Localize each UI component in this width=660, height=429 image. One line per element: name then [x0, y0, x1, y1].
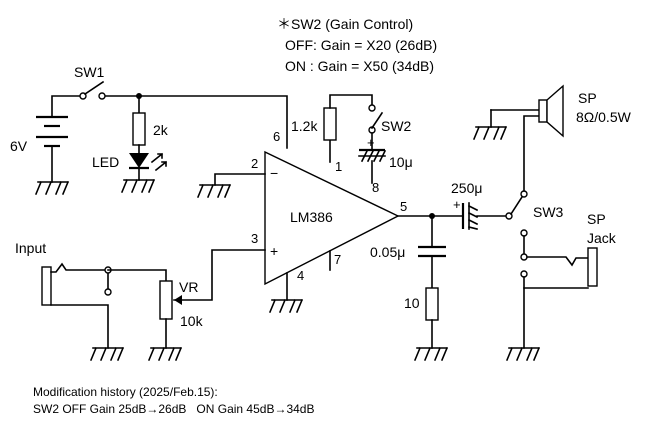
led-branch: 2k LED: [92, 95, 169, 194]
resistor-1-2k: [323, 107, 337, 141]
led-emission-arrow-icon: [150, 152, 164, 164]
vr-top-wire: [107, 269, 167, 282]
amp-label: LM386: [290, 209, 333, 225]
c250u-hatch: [467, 204, 479, 230]
led-label: LED: [92, 154, 119, 170]
sw1-lever: [83, 80, 105, 96]
vr-body: [159, 280, 173, 320]
switch-sw1: SW1: [74, 64, 106, 100]
jack-contact-1: [520, 253, 528, 261]
c250u-plus-sign: +: [453, 197, 461, 212]
history-line: SW2 OFF Gain 25dB→26dB ON Gain 45dB→34dB: [33, 402, 314, 416]
battery-6v: 6V: [10, 115, 68, 183]
c10u-hatch: [360, 149, 387, 163]
sw3-label: SW3: [533, 204, 564, 220]
speaker-spec-label: 8Ω/0.5W: [576, 109, 632, 125]
speaker-jack: SP Jack: [505, 211, 617, 362]
input-jack: Input: [15, 240, 125, 362]
pin5-label: 5: [400, 199, 407, 214]
speaker-label: SP: [578, 90, 597, 106]
input-contact-2: [104, 288, 112, 296]
sw2-note-title: ＊SW2 (Gain Control): [277, 16, 413, 32]
rail-wire-battery: [51, 95, 81, 118]
ground-vr: [147, 346, 183, 362]
pin3-label: 3: [251, 231, 258, 246]
power-rail: [51, 93, 288, 149]
pin7-stub: 7: [329, 250, 341, 271]
resistor-10: [425, 287, 439, 321]
pin4-ground: 4: [268, 268, 304, 314]
resistor-2k: [132, 112, 146, 146]
ground-speaker: [472, 125, 508, 141]
sw1-label: SW1: [74, 64, 105, 80]
sw3-contact-jack: [520, 229, 528, 237]
potentiometer-vr: VR 10k 3: [107, 231, 266, 362]
pin6-label: 6: [273, 129, 280, 144]
vr-wiper-arrow-icon: [174, 295, 182, 305]
speaker: SP 8Ω/0.5W: [472, 84, 632, 192]
lm386-amplifier: LM386 − +: [264, 150, 400, 286]
sw3-lever: [509, 195, 524, 216]
input-tip-wire: [50, 262, 109, 290]
c005u-label: 0.05μ: [370, 244, 405, 260]
pin7-label: 7: [334, 252, 341, 267]
zobel-network: 0.05μ 10: [370, 215, 449, 362]
resistor-1-2k-label: 1.2k: [291, 118, 318, 134]
c250u-label: 250μ: [451, 180, 482, 196]
speaker-wire-top: [523, 115, 540, 192]
amp-inverting-sign: −: [270, 165, 278, 181]
input-ground-wire: [50, 304, 109, 349]
speaker-cone-icon: [546, 84, 564, 138]
history-title: Modification history (2025/Feb.15):: [33, 385, 218, 399]
c10u-plus-sign: +: [367, 135, 375, 150]
sw2-contact-top: [368, 104, 376, 112]
pin1-label: 1: [335, 159, 342, 174]
vr-wiper-wire: [173, 249, 266, 301]
pin2-label: 2: [251, 156, 258, 171]
pin2-ground: 2: [196, 156, 266, 199]
modification-history: Modification history (2025/Feb.15): SW2 …: [33, 385, 314, 416]
pin4-label: 4: [297, 268, 304, 283]
sw2-label: SW2: [381, 118, 412, 134]
ground-input: [89, 346, 125, 362]
vr-label: VR: [179, 279, 198, 295]
ground-battery: [34, 180, 70, 196]
sw3-contact-speaker: [520, 190, 528, 198]
rail-wire-pin6: [103, 95, 288, 149]
vr-value-label: 10k: [180, 313, 204, 329]
output-stage: 5 + 250μ: [397, 180, 507, 230]
amp-noninverting-sign: +: [270, 243, 278, 259]
gain-top-wire: [329, 94, 373, 109]
ground-zobel: [413, 346, 449, 362]
sp-jack-label-2: Jack: [587, 230, 617, 246]
jack-ground-wire: [523, 287, 589, 349]
gain-network: 1.2k SW2 + 10μ 1 8: [291, 94, 413, 195]
sw2-note-off: OFF: Gain = X20 (26dB): [285, 37, 437, 53]
resistor-2k-label: 2k: [153, 122, 169, 138]
speaker-magnet: [538, 99, 548, 123]
resistor-10-label: 10: [404, 295, 420, 311]
switch-sw3: SW3: [505, 190, 564, 237]
input-label: Input: [15, 240, 46, 256]
led-emission-arrow-icon-2: [154, 160, 168, 172]
sw2-lever: [370, 111, 384, 130]
led-diode-icon: [129, 153, 149, 168]
input-jack-body: [41, 266, 52, 306]
jack-tip-wire: [526, 256, 589, 267]
pin8-label: 8: [372, 180, 379, 195]
sw2-note-on: ON : Gain = X50 (34dB): [285, 58, 434, 74]
jack-contact-2: [520, 270, 528, 278]
sw1-contact-right: [98, 92, 106, 100]
amp-triangle: [264, 150, 400, 286]
sp-jack-body: [587, 247, 598, 287]
battery-label: 6V: [10, 138, 28, 154]
ground-jack: [505, 346, 541, 362]
ground-led: [120, 178, 156, 194]
sp-jack-label-1: SP: [587, 211, 606, 227]
gain-control-note: ＊SW2 (Gain Control) OFF: Gain = X20 (26d…: [277, 16, 437, 74]
c10u-label: 10μ: [389, 154, 413, 170]
